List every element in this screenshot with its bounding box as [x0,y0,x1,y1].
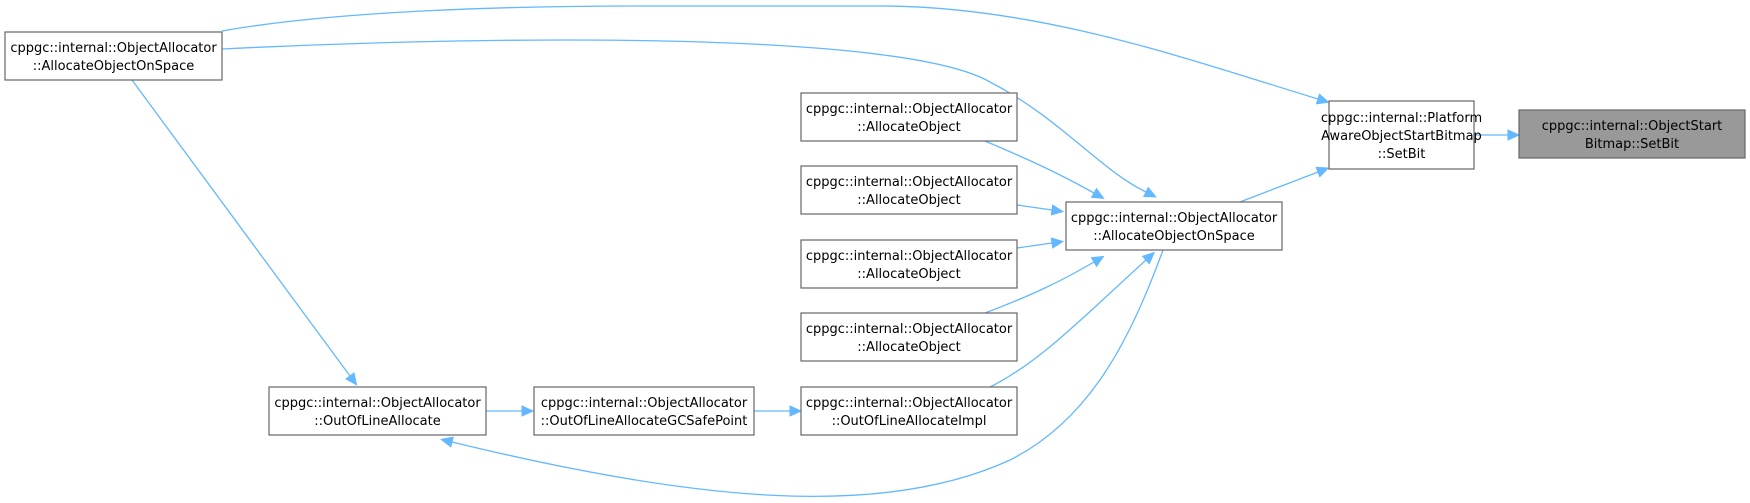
edge-line [451,249,1164,497]
edge-line [1016,242,1053,249]
node-label-line: ::AllocateObject [857,120,960,135]
edge-line [989,259,1147,388]
graph-node-n1[interactable]: cppgc::internal::ObjectStartBitmap::SetB… [1518,109,1746,159]
graph-node-n10[interactable]: cppgc::internal::ObjectAllocator::OutOfL… [533,386,755,436]
node-label-line: cppgc::internal::ObjectAllocator [806,175,1013,190]
node-label-line: AwareObjectStartBitmap [1321,129,1482,144]
node-label-line: ::OutOfLineAllocateGCSafePoint [541,414,748,429]
node-label-line: cppgc::internal::ObjectAllocator [806,322,1013,337]
node-box [800,312,1018,362]
edge-line [221,5,1319,100]
node-label-line: cppgc::internal::ObjectStart [1542,119,1723,134]
graph-node-n5[interactable]: cppgc::internal::ObjectAllocator::Alloca… [800,92,1018,142]
edge-n3-to-n11 [440,249,1164,497]
graph-node-n3[interactable]: cppgc::internal::ObjectAllocator::Alloca… [1065,201,1283,251]
node-label-line: cppgc::internal::ObjectAllocator [806,102,1013,117]
graph-nodes: cppgc::internal::ObjectStartBitmap::SetB… [4,31,1746,436]
edge-n4-to-n2 [221,5,1330,105]
edge-n6-to-n3 [1016,204,1065,216]
edge-n2-to-n1 [1474,129,1521,141]
arrow-head-icon [1090,255,1105,268]
node-label-line: cppgc::internal::ObjectAllocator [10,41,217,56]
graph-node-n4[interactable]: cppgc::internal::ObjectAllocator::Alloca… [4,31,223,81]
node-label-line: cppgc::internal::ObjectAllocator [541,396,748,411]
node-label-line: ::OutOfLineAllocate [314,414,441,429]
edge-n3-to-n2 [1239,166,1330,203]
node-box [800,386,1018,436]
arrow-head-icon [1050,204,1065,216]
arrow-head-icon [1507,129,1521,141]
edge-n9-to-n3 [989,251,1156,388]
edge-n11-to-n10 [486,405,535,417]
node-label-line: ::SetBit [1378,147,1426,162]
node-box [800,239,1018,289]
edge-n8-to-n3 [984,255,1105,314]
graph-node-n11[interactable]: cppgc::internal::ObjectAllocator::OutOfL… [268,386,487,436]
graph-node-n7[interactable]: cppgc::internal::ObjectAllocator::Alloca… [800,239,1018,289]
node-box [1065,201,1283,251]
node-label-line: cppgc::internal::Platform [1321,111,1482,126]
node-box [1518,109,1746,159]
arrow-head-icon [1143,186,1157,198]
edge-line [1239,171,1319,203]
node-label-line: ::OutOfLineAllocateImpl [832,414,987,429]
node-box [4,31,223,81]
node-label-line: cppgc::internal::ObjectAllocator [806,396,1013,411]
node-label-line: ::AllocateObjectOnSpace [33,59,194,74]
node-label-line: Bitmap::SetBit [1585,137,1679,152]
graph-edges [131,5,1521,497]
edge-n7-to-n3 [1016,237,1065,249]
node-label-line: cppgc::internal::ObjectAllocator [274,396,481,411]
arrow-head-icon [1141,251,1156,265]
arrow-head-icon [1315,93,1330,105]
node-label-line: cppgc::internal::ObjectAllocator [1071,211,1278,226]
arrow-head-icon [521,405,535,417]
node-label-line: ::AllocateObjectOnSpace [1093,229,1254,244]
edge-line [984,140,1095,194]
arrow-head-icon [1050,237,1065,249]
node-box [800,92,1018,142]
arrow-head-icon [440,436,454,448]
edge-n4-to-n3 [221,39,1157,198]
edge-n10-to-n9 [754,405,803,417]
arrow-head-icon [1315,166,1330,178]
edge-n5-to-n3 [984,140,1105,199]
edge-line [131,79,351,377]
node-label-line: ::AllocateObject [857,193,960,208]
arrow-head-icon [345,372,358,386]
edge-line [221,39,1147,193]
node-label-line: ::AllocateObject [857,340,960,355]
graph-node-n2[interactable]: cppgc::internal::PlatformAwareObjectStar… [1321,100,1482,170]
arrow-head-icon [1090,187,1105,199]
node-box [533,386,755,436]
node-box [268,386,487,436]
graph-node-n8[interactable]: cppgc::internal::ObjectAllocator::Alloca… [800,312,1018,362]
node-label-line: cppgc::internal::ObjectAllocator [806,249,1013,264]
arrow-head-icon [789,405,803,417]
edge-line [984,261,1095,314]
node-box [800,165,1018,215]
graph-node-n9[interactable]: cppgc::internal::ObjectAllocator::OutOfL… [800,386,1018,436]
node-label-line: ::AllocateObject [857,267,960,282]
graph-node-n6[interactable]: cppgc::internal::ObjectAllocator::Alloca… [800,165,1018,215]
edge-line [1016,204,1053,211]
node-box [1328,100,1475,170]
edge-n4-to-n11 [131,79,358,386]
